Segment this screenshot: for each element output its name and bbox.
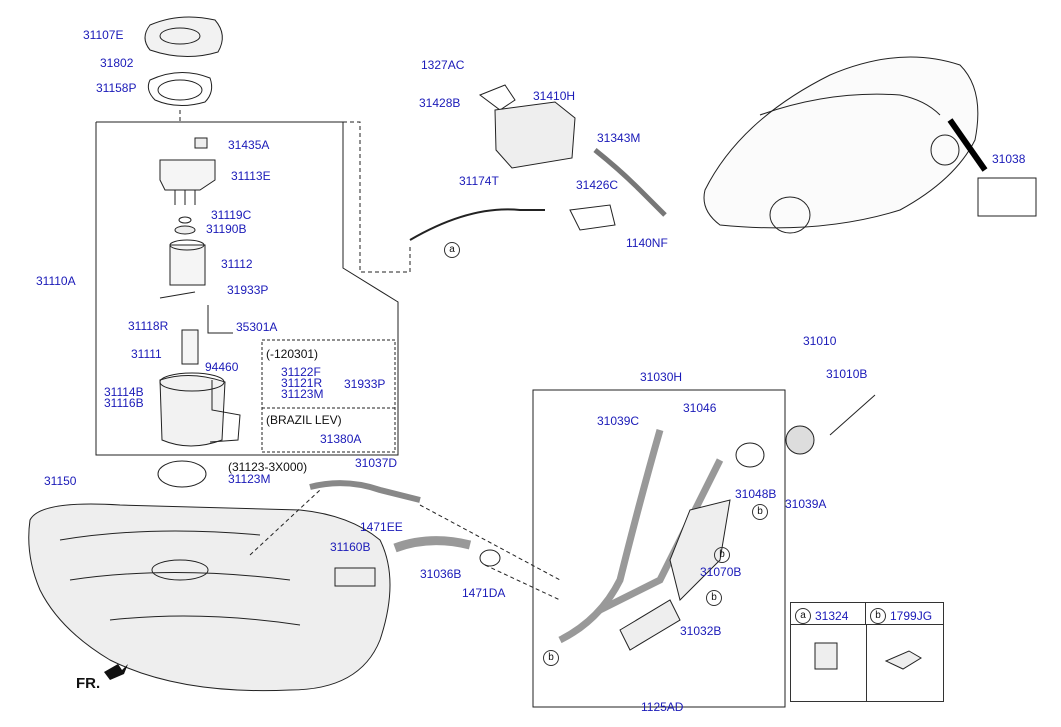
part-31038: 31038 — [992, 152, 1026, 166]
part-31435A: 31435A — [228, 138, 270, 152]
legend-b-part: 1799JG — [890, 609, 933, 623]
legend-box: a 31324 b 1799JG — [790, 602, 944, 702]
part-31046: 31046 — [683, 401, 717, 415]
part-31114B: 31114B — [104, 385, 144, 399]
part-31123M-b: 31123M — [228, 472, 271, 486]
callout-b-1: b — [752, 504, 768, 520]
note-31123-3x000: (31123-3X000) — [228, 460, 308, 474]
front-direction-label: FR. — [76, 675, 101, 692]
note-brazil-lev: (BRAZIL LEV) — [266, 413, 342, 427]
part-31933P-b: 31933P — [344, 377, 386, 391]
part-31122F: 31122F — [281, 365, 321, 379]
legend-a-letter: a — [795, 607, 811, 624]
callout-a: a — [444, 242, 460, 258]
part-1471DA: 1471DA — [462, 586, 506, 600]
note-120301: (-120301) — [266, 347, 319, 361]
part-31010B: 31010B — [826, 367, 868, 381]
part-31116B: 31116B — [104, 396, 144, 410]
legend-b: b 1799JG — [866, 603, 943, 625]
part-31039A: 31039A — [785, 497, 827, 511]
part-31111: 31111 — [131, 347, 162, 361]
part-31070B: 31070B — [700, 565, 742, 579]
part-31933P-a: 31933P — [227, 283, 269, 297]
part-31107E: 31107E — [83, 28, 124, 42]
part-31802: 31802 — [100, 56, 134, 70]
part-31380A: 31380A — [320, 432, 362, 446]
part-31428B: 31428B — [419, 96, 461, 110]
legend-divider — [866, 625, 867, 701]
part-31010: 31010 — [803, 334, 837, 348]
part-31121R: 31121R — [281, 376, 323, 390]
part-31118R: 31118R — [128, 319, 169, 333]
part-31039C: 31039C — [597, 414, 640, 428]
part-31032B: 31032B — [680, 624, 722, 638]
part-31119C: 31119C — [211, 208, 252, 222]
part-1327AC: 1327AC — [421, 58, 465, 72]
callout-b-2: b — [714, 547, 730, 563]
part-31030H: 31030H — [640, 370, 683, 384]
part-31123M-a: 31123M — [281, 387, 324, 401]
legend-a: a 31324 — [791, 603, 866, 625]
part-31036B: 31036B — [420, 567, 462, 581]
part-31174T: 31174T — [459, 174, 499, 188]
part-31190B: 31190B — [206, 222, 247, 236]
part-31426C: 31426C — [576, 178, 619, 192]
part-35301A: 35301A — [236, 320, 278, 334]
part-31112: 31112 — [221, 257, 253, 271]
part-31410H: 31410H — [533, 89, 576, 103]
part-31158P: 31158P — [96, 81, 137, 95]
part-31150: 31150 — [44, 474, 77, 488]
part-1471EE: 1471EE — [360, 520, 403, 534]
part-1140NF: 1140NF — [626, 236, 668, 250]
legend-parts-icons — [814, 642, 922, 670]
part-31110A: 31110A — [36, 274, 76, 288]
callout-b-3: b — [706, 590, 722, 606]
part-31113E: 31113E — [231, 169, 271, 183]
legend-a-part: 31324 — [815, 609, 849, 623]
part-1125AD: 1125AD — [641, 700, 684, 714]
part-31048B: 31048B — [735, 487, 777, 501]
legend-b-letter: b — [870, 607, 886, 624]
part-31343M: 31343M — [597, 131, 641, 145]
part-94460: 94460 — [205, 360, 239, 374]
callout-b-4: b — [543, 650, 559, 666]
part-31037D: 31037D — [355, 456, 398, 470]
part-31160B: 31160B — [330, 540, 371, 554]
